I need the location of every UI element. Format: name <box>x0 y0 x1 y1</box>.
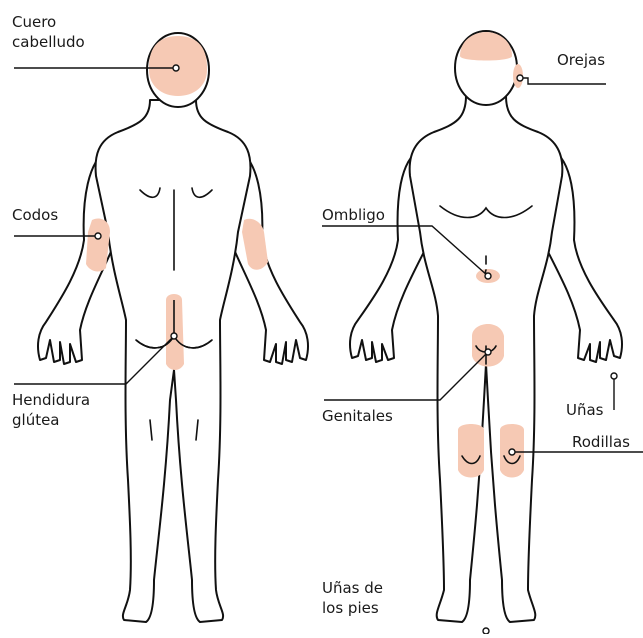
scalp-label: Cuero cabelludo <box>12 12 85 52</box>
nails-label: Uñas <box>566 400 604 420</box>
gluteal-area <box>166 294 184 370</box>
knees-label: Rodillas <box>572 432 630 452</box>
navel-label: Ombligo <box>322 205 385 225</box>
elbows-label: Codos <box>12 205 58 225</box>
hairline-area <box>460 32 512 61</box>
toenails-label: Uñas de los pies <box>322 578 383 618</box>
genitals-label: Genitales <box>322 406 393 426</box>
ears-label: Orejas <box>557 50 605 70</box>
genital-area <box>472 324 504 367</box>
ears-leader <box>520 78 606 84</box>
left-knee-area <box>458 424 484 478</box>
gluteal-cleft-label: Hendidura glútea <box>12 390 90 430</box>
